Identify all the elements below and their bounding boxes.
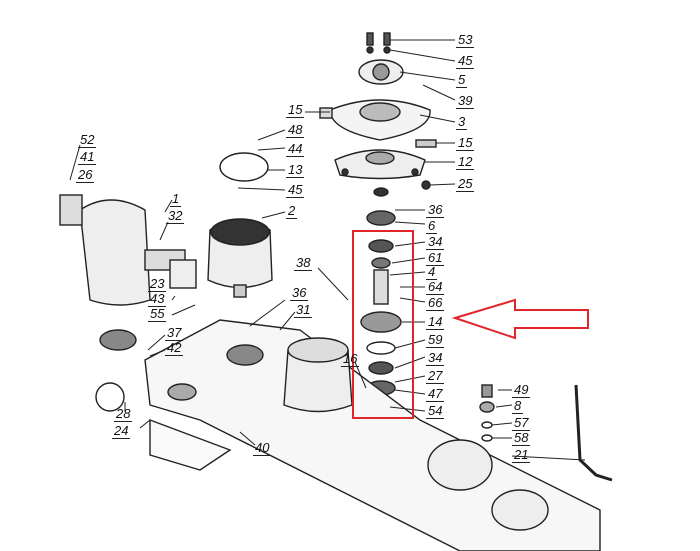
bolt-stack (358, 32, 404, 85)
callout-label: 64 (425, 279, 446, 295)
callout-label: 16 (340, 351, 361, 367)
callout-label: 34 (425, 234, 446, 250)
cutter-bar (144, 319, 601, 551)
knife-part (574, 384, 613, 482)
callout-label: 41 (77, 149, 98, 165)
callout-label: 43 (147, 291, 168, 307)
callout-label: 52 (77, 132, 98, 148)
callout-label: 47 (425, 386, 446, 402)
callout-label: 34 (425, 350, 446, 366)
callout-label: 15 (455, 135, 476, 151)
callout-label: 58 (511, 430, 532, 446)
callout-label: 6 (425, 218, 438, 234)
nut-part (421, 180, 431, 190)
callout-label: 39 (455, 93, 476, 109)
gearbox-part (59, 194, 197, 306)
callout-label: 4 (425, 264, 438, 280)
ring-part (95, 382, 125, 412)
housing-part (207, 218, 273, 298)
callout-label: 42 (164, 340, 185, 356)
washer-part (99, 329, 137, 351)
callout-label: 59 (425, 332, 446, 348)
callout-label: 61 (425, 250, 446, 266)
disc-assembly (427, 439, 493, 491)
callout-label: 40 (252, 440, 273, 456)
callout-label: 14 (425, 314, 446, 330)
callout-label: 55 (147, 306, 168, 322)
callout-label: 27 (425, 368, 446, 384)
cover-part (219, 152, 269, 182)
callout-label: 32 (165, 208, 186, 224)
callout-label: 66 (425, 295, 446, 311)
disc-housing-part (283, 337, 353, 413)
callout-label: 25 (455, 176, 476, 192)
callout-label: 1 (169, 191, 182, 207)
callout-label: 38 (293, 255, 314, 271)
callout-label: 3 (455, 114, 468, 130)
callout-label: 15 (285, 102, 306, 118)
callout-label: 31 (293, 302, 314, 318)
callout-label: 57 (511, 415, 532, 431)
callout-label: 36 (425, 202, 446, 218)
callout-label: 44 (285, 141, 306, 157)
callout-label: 12 (455, 154, 476, 170)
callout-label: 54 (425, 403, 446, 419)
highlight-arrow (451, 298, 589, 340)
bearing-stack (360, 187, 402, 412)
plate-part (334, 149, 426, 180)
callout-label: 48 (285, 122, 306, 138)
bolt-part (415, 139, 437, 148)
callout-label: 13 (285, 162, 306, 178)
callout-label: 5 (455, 72, 468, 88)
callout-label: 45 (285, 182, 306, 198)
callout-label: 8 (511, 398, 524, 414)
callout-label: 45 (455, 53, 476, 69)
callout-label: 37 (164, 325, 185, 341)
callout-label: 53 (455, 32, 476, 48)
callout-label: 26 (75, 167, 96, 183)
callout-label: 24 (111, 423, 132, 439)
guard-part (149, 418, 232, 471)
callout-label: 36 (289, 285, 310, 301)
callout-label: 2 (285, 203, 298, 219)
callout-label: 23 (147, 276, 168, 292)
callout-label: 28 (113, 406, 134, 422)
disc-part (319, 99, 431, 141)
callout-label: 49 (511, 382, 532, 398)
highlight-box (352, 230, 414, 419)
callout-label: 21 (511, 447, 532, 463)
